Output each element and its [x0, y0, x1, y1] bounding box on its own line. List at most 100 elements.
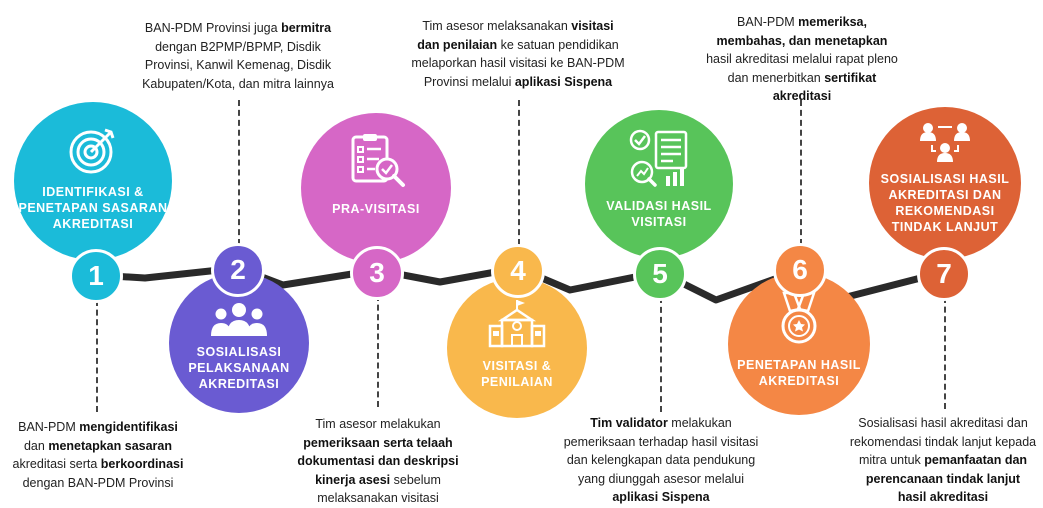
description-line: yang diunggah asesor melalui: [550, 470, 772, 489]
description-emphasis: dan penilaian: [417, 37, 498, 52]
description-line: Tim asesor melaksanakan visitasi: [400, 17, 636, 36]
description-line: Sosialisasi hasil akreditasi dan: [844, 414, 1042, 433]
description-line: melaporkan hasil visitasi ke BAN-PDM: [400, 54, 636, 73]
description-line: Kabupaten/Kota, dan mitra lainnya: [128, 75, 348, 94]
description-line: akreditasi serta berkoordinasi: [0, 455, 196, 474]
step-7-number: 7: [917, 247, 971, 301]
document-search-icon: [351, 134, 405, 187]
description-text: Tim asesor melakukan: [315, 417, 441, 431]
description-emphasis: akreditasi: [772, 89, 832, 103]
step-6-description: BAN-PDM memeriksa,membahas, dan menetapk…: [686, 13, 918, 106]
description-line: dan kelengkapan data pendukung: [550, 451, 772, 470]
description-text: yang diunggah asesor melalui: [577, 471, 745, 486]
description-emphasis: dokumentasi dan deskripsi: [297, 454, 459, 468]
description-emphasis: pemeriksaan serta telaah: [303, 435, 453, 450]
description-line: perencanaan tindak lanjut: [844, 470, 1042, 489]
description-text: dengan B2PMP/BPMP, Disdik: [155, 39, 321, 54]
description-text: melakukan: [667, 416, 732, 430]
step-3-description: Tim asesor melakukan pemeriksaan serta te…: [268, 415, 488, 508]
description-line: aplikasi Sispena: [550, 488, 772, 507]
people-group-icon: [211, 303, 267, 336]
step-2-number: 2: [211, 243, 265, 297]
step-1-number: 1: [69, 249, 123, 303]
description-line: kinerja asesi sebelum: [268, 471, 488, 490]
description-emphasis: sertifikat: [824, 70, 877, 85]
description-line: dengan BAN-PDM Provinsi: [0, 474, 196, 493]
description-emphasis: berkoordinasi: [100, 457, 184, 471]
step-4-number: 4: [491, 244, 545, 298]
description-text: Sosialisasi hasil akreditasi dan: [858, 416, 1028, 430]
school-building-icon: [488, 300, 546, 348]
description-text: dan: [23, 438, 49, 453]
description-emphasis: memeriksa,: [798, 15, 867, 29]
leader-line-5: [660, 297, 662, 412]
leader-line-7: [944, 297, 946, 409]
description-emphasis: aplikasi Sispena: [514, 74, 613, 89]
description-line: akreditasi: [686, 87, 918, 106]
description-text: Provinsi, Kanwil Kemenag, Disdik: [144, 58, 332, 72]
description-text: Tim asesor melaksanakan: [422, 19, 572, 33]
description-text: Provinsi melalui: [423, 74, 515, 89]
description-line: Provinsi melalui aplikasi Sispena: [400, 73, 636, 92]
description-text: dan menerbitkan: [727, 70, 825, 85]
description-emphasis: visitasi: [571, 19, 614, 33]
description-line: melaksanakan visitasi: [268, 489, 488, 508]
description-line: rekomendasi tindak lanjut kepada: [844, 433, 1042, 452]
description-text: dan kelengkapan data pendukung: [566, 453, 756, 467]
description-text: Kabupaten/Kota, dan mitra lainnya: [142, 76, 334, 91]
description-emphasis: bermitra: [281, 21, 332, 35]
description-text: pemeriksaan terhadap hasil visitasi: [563, 434, 759, 449]
description-line: dan penilaian ke satuan pendidikan: [400, 36, 636, 55]
description-line: pemeriksaan terhadap hasil visitasi: [550, 433, 772, 452]
step-5-number: 5: [633, 247, 687, 301]
leader-line-6: [800, 100, 802, 245]
leader-line-1: [96, 300, 98, 412]
description-text: mitra untuk: [858, 453, 925, 467]
description-text: sebelum: [390, 472, 441, 487]
description-text: melaporkan hasil visitasi ke BAN-PDM: [411, 56, 625, 70]
step-4-title: VISITASI &PENILAIAN: [481, 359, 553, 389]
description-line: dan menerbitkan sertifikat: [686, 69, 918, 88]
description-line: Tim validator melakukan: [550, 414, 772, 433]
description-line: hasil akreditasi: [844, 488, 1042, 507]
step-6-number: 6: [773, 243, 827, 297]
team-network-icon: [920, 123, 970, 162]
description-text: BAN-PDM Provinsi juga: [144, 21, 282, 35]
description-text: akreditasi serta: [12, 457, 101, 471]
description-text: rekomendasi tindak lanjut kepada: [849, 434, 1037, 449]
description-emphasis: hasil akreditasi: [897, 490, 989, 504]
description-emphasis: perencanaan tindak lanjut: [865, 471, 1021, 486]
description-line: Provinsi, Kanwil Kemenag, Disdik: [128, 56, 348, 75]
description-line: BAN-PDM Provinsi juga bermitra: [128, 19, 348, 38]
description-line: dengan B2PMP/BPMP, Disdik: [128, 38, 348, 57]
leader-line-2: [238, 100, 240, 245]
checklist-analytics-icon: [629, 129, 688, 187]
medal-icon: [781, 291, 817, 344]
description-line: Tim asesor melakukan: [268, 415, 488, 434]
description-text: melaksanakan visitasi: [317, 491, 439, 505]
description-emphasis: menetapkan sasaran: [48, 438, 173, 453]
description-line: dokumentasi dan deskripsi: [268, 452, 488, 471]
description-text: hasil akreditasi melalui rapat pleno: [706, 52, 898, 66]
description-emphasis: Tim validator: [590, 416, 668, 430]
description-text: BAN-PDM: [18, 420, 80, 434]
description-line: mitra untuk pemanfaatan dan: [844, 451, 1042, 470]
description-text: ke satuan pendidikan: [497, 37, 619, 52]
description-emphasis: aplikasi Sispena: [612, 490, 710, 504]
step-3-circle: PRA-VISITASI: [301, 113, 451, 263]
step-4-circle: VISITASI &PENILAIAN: [447, 278, 587, 418]
step-3-title: PRA-VISITASI: [332, 202, 420, 216]
